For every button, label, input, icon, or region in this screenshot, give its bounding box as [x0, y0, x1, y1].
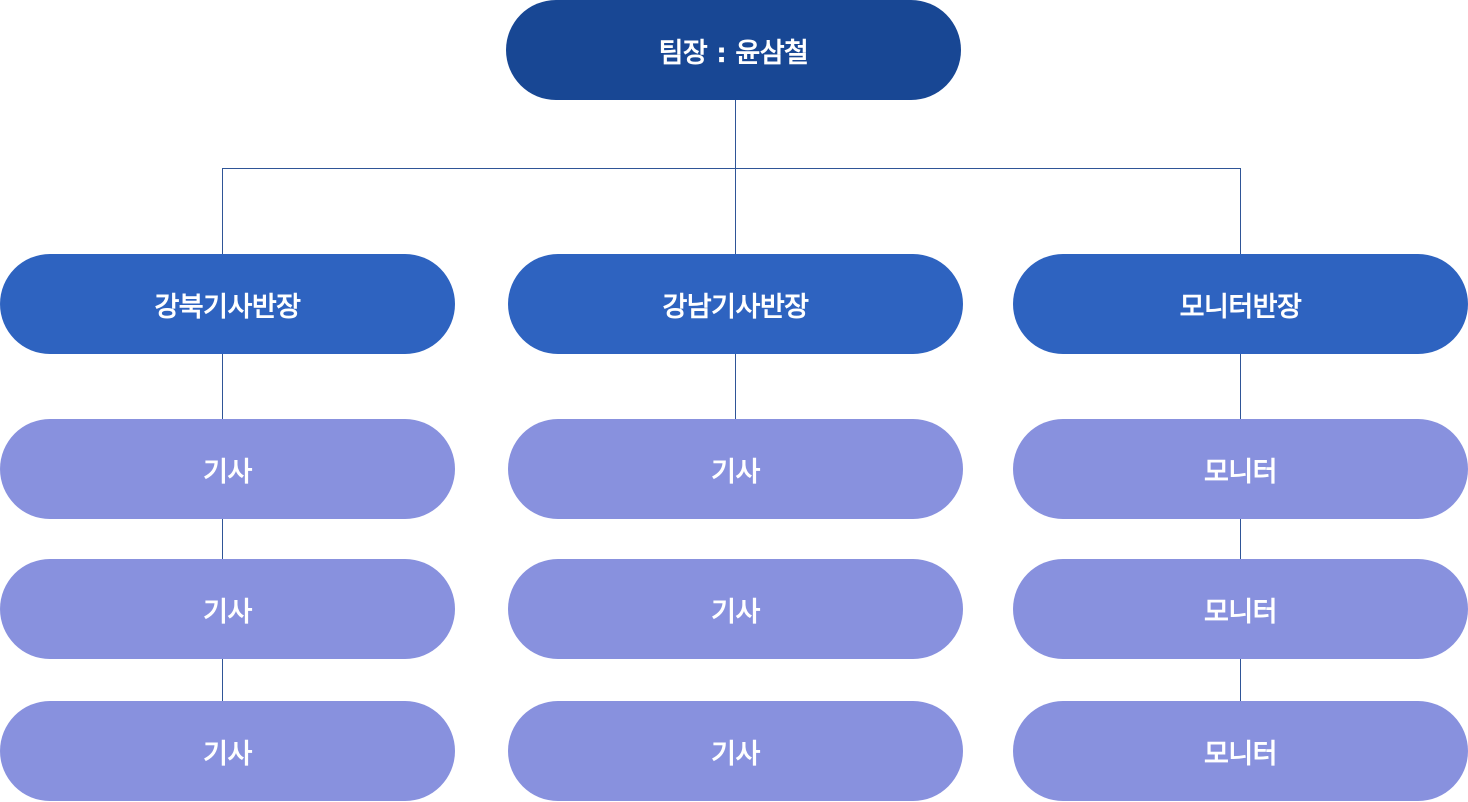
member-node: 기사: [0, 559, 455, 659]
group-head-label: 강북기사반장: [154, 291, 301, 323]
member-node: 기사: [508, 701, 963, 801]
member-label: 기사: [711, 738, 760, 770]
connector-group-2-members: [735, 354, 736, 420]
member-label: 기사: [203, 738, 252, 770]
member-label: 모니터: [1203, 738, 1278, 770]
member-node: 모니터: [1013, 419, 1468, 519]
group-head-label: 강남기사반장: [662, 291, 809, 323]
group-head-gangbuk: 강북기사반장: [0, 254, 455, 354]
connector-group-3-members: [1240, 354, 1241, 702]
connector-horizontal: [222, 168, 1241, 169]
member-label: 기사: [711, 596, 760, 628]
group-head-gangnam: 강남기사반장: [508, 254, 963, 354]
member-label: 기사: [203, 596, 252, 628]
connector-to-group-2: [735, 168, 736, 255]
team-leader-label: 팀장 : 윤삼철: [658, 37, 809, 69]
team-leader-node: 팀장 : 윤삼철: [506, 0, 961, 100]
connector-to-group-3: [1240, 168, 1241, 255]
member-label: 기사: [711, 456, 760, 488]
member-label: 모니터: [1203, 456, 1278, 488]
connector-group-1-members: [222, 354, 223, 702]
member-node: 기사: [508, 559, 963, 659]
member-node: 기사: [0, 701, 455, 801]
member-node: 기사: [0, 419, 455, 519]
connector-leader-down: [735, 100, 736, 169]
member-label: 기사: [203, 456, 252, 488]
group-head-label: 모니터반장: [1179, 291, 1302, 323]
member-node: 모니터: [1013, 559, 1468, 659]
member-label: 모니터: [1203, 596, 1278, 628]
connector-to-group-1: [222, 168, 223, 255]
member-node: 기사: [508, 419, 963, 519]
group-head-monitor: 모니터반장: [1013, 254, 1468, 354]
member-node: 모니터: [1013, 701, 1468, 801]
